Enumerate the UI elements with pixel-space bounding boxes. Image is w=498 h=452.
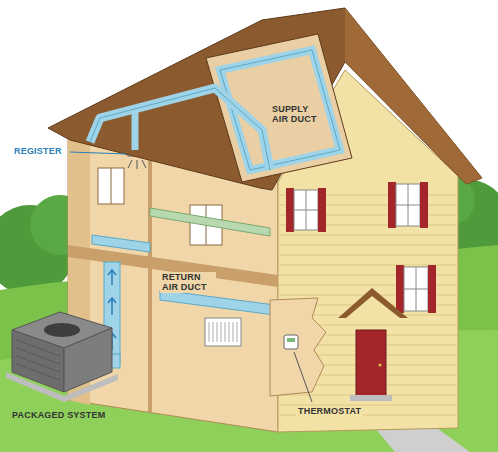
register-label: REGISTER (14, 146, 62, 156)
supply-duct-label: SUPPLY AIR DUCT (270, 104, 324, 125)
packaged-system-label: PACKAGED SYSTEM (12, 410, 105, 420)
return-duct-label: RETURN AIR DUCT (160, 272, 216, 293)
thermostat-label: THERMOSTAT (296, 406, 363, 416)
